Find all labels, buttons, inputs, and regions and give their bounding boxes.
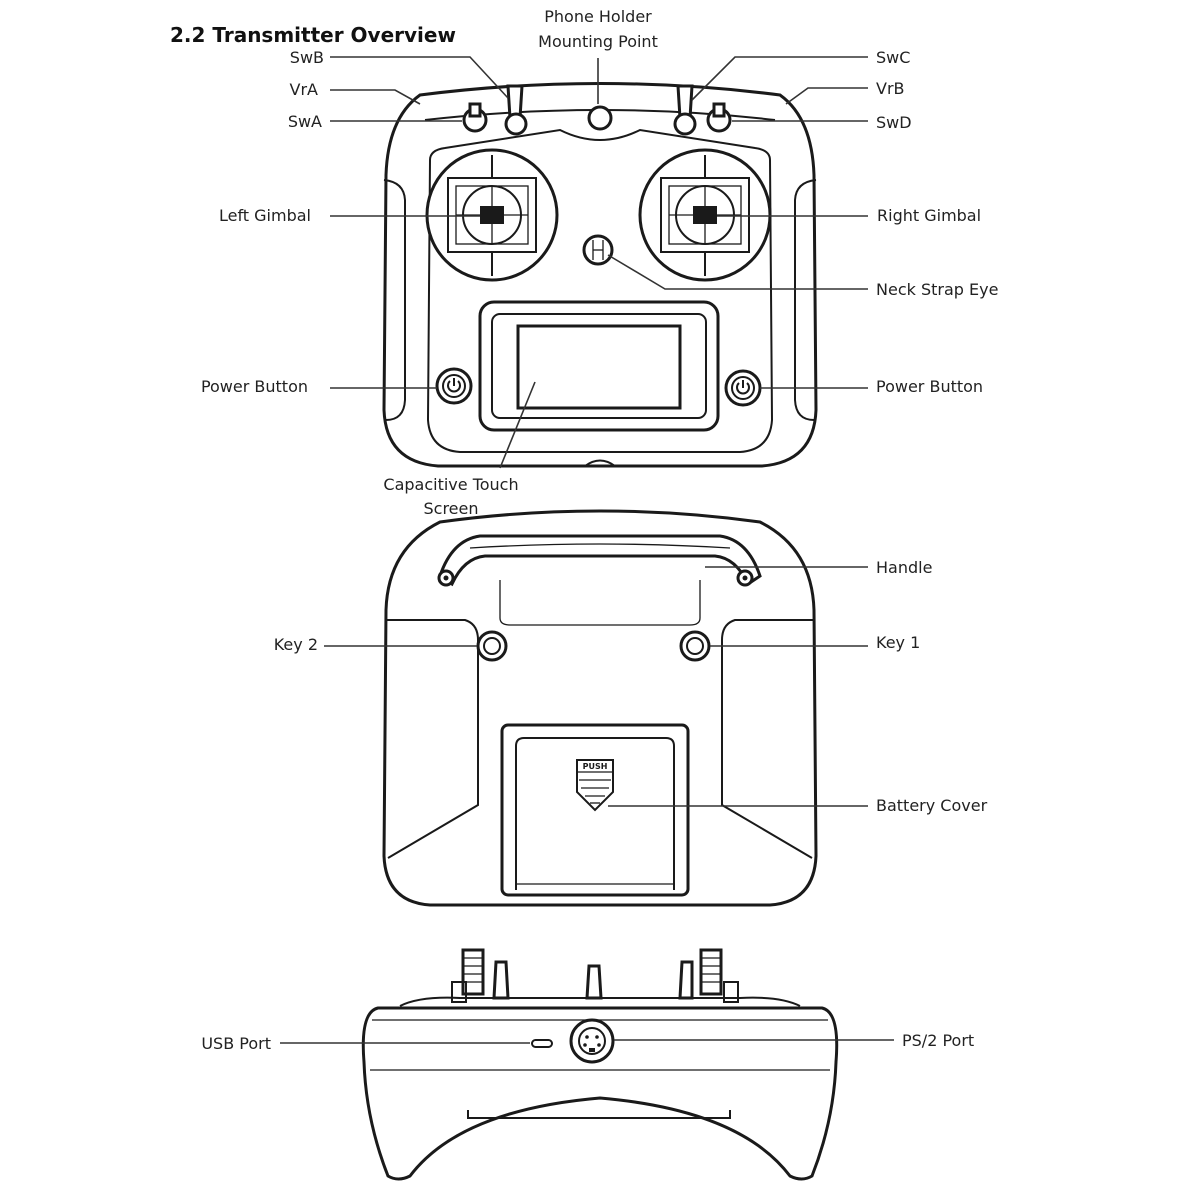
label-phone-holder-line2: Mounting Point (538, 32, 658, 51)
label-swb: SwB (290, 48, 324, 67)
page-title: 2.2 Transmitter Overview (170, 23, 456, 47)
power-button-right[interactable] (724, 369, 762, 407)
back-right-grip (721, 619, 814, 859)
usb-port[interactable] (531, 1039, 553, 1048)
front-view (382, 82, 818, 468)
label-neck-strap-eye: Neck Strap Eye (876, 280, 998, 299)
front-left-grip (383, 179, 406, 421)
label-right-gimbal: Right Gimbal (877, 206, 981, 225)
knob-vrb[interactable] (706, 102, 732, 133)
battery-cover[interactable]: PUSH (500, 723, 690, 897)
capacitive-touch-screen[interactable] (478, 300, 720, 432)
label-ps2-port: PS/2 Port (902, 1031, 974, 1050)
label-battery-cover: Battery Cover (876, 796, 988, 815)
label-key1: Key 1 (876, 633, 920, 652)
power-icon-right (736, 382, 750, 395)
bottom-center-stem (585, 964, 603, 1000)
back-leader-lines (324, 566, 868, 807)
back-handle-recess (499, 580, 701, 626)
label-touch-screen-line2: Screen (423, 499, 478, 518)
bottom-leader-lines (280, 1039, 894, 1044)
bottom-left-antenna (451, 948, 510, 1003)
label-left-gimbal: Left Gimbal (219, 206, 311, 225)
front-bottom-notch (584, 459, 616, 467)
ps2-port[interactable] (569, 1018, 615, 1064)
front-right-grip (794, 179, 817, 421)
switch-swb[interactable] (504, 84, 528, 136)
battery-push-mark: PUSH (576, 759, 614, 812)
label-vra: VrA (290, 80, 319, 99)
bottom-view (361, 948, 839, 1181)
neck-strap-eye (582, 234, 614, 266)
switch-swc[interactable] (673, 84, 697, 136)
power-icon-left (447, 380, 461, 393)
front-leader-lines (330, 56, 868, 469)
label-usb-port: USB Port (201, 1034, 271, 1053)
handle[interactable] (437, 534, 762, 587)
back-view: PUSH (382, 509, 818, 907)
bottom-right-antenna (678, 948, 739, 1003)
label-touch-screen-line1: Capacitive Touch (383, 475, 518, 494)
right-gimbal[interactable] (638, 148, 772, 282)
label-swa: SwA (288, 112, 322, 131)
left-gimbal[interactable] (425, 148, 559, 282)
label-power-button-left: Power Button (201, 377, 308, 396)
key-2[interactable] (476, 630, 508, 662)
power-button-left[interactable] (435, 367, 473, 405)
front-face-panel (426, 128, 774, 453)
key-1[interactable] (679, 630, 711, 662)
phone-holder-mount[interactable] (587, 105, 613, 131)
label-power-button-right: Power Button (876, 377, 983, 396)
bottom-handle-bar (467, 1110, 731, 1119)
label-swc: SwC (876, 48, 910, 67)
battery-push-text: PUSH (583, 762, 608, 771)
bottom-body-outline (361, 1006, 839, 1181)
label-vrb: VrB (876, 79, 905, 98)
label-key2: Key 2 (274, 635, 318, 654)
label-swd: SwD (876, 113, 912, 132)
label-phone-holder-line1: Phone Holder (544, 7, 652, 26)
knob-vra[interactable] (462, 102, 488, 133)
label-handle: Handle (876, 558, 932, 577)
